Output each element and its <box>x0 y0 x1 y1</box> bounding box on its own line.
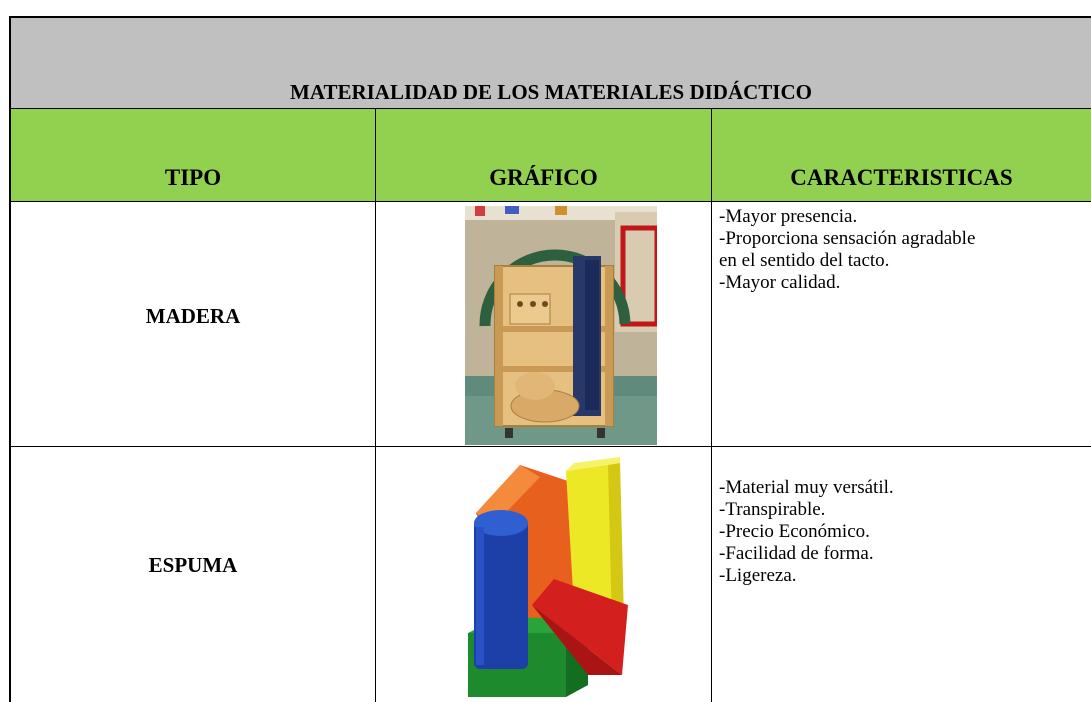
header-caracteristicas-label: CARACTERISTICAS <box>790 165 1013 190</box>
header-grafico-label: GRÁFICO <box>489 165 598 190</box>
foam-blocks-photo <box>462 457 642 702</box>
row-madera-tipo-cell: MADERA <box>9 202 375 447</box>
row-espuma-caracteristicas-cell: -Material muy versátil. -Transpirable. -… <box>711 447 1091 702</box>
list-item: -Transpirable. <box>719 499 826 520</box>
header-caracteristicas: CARACTERISTICAS <box>711 109 1091 202</box>
row-espuma-tipo-cell: ESPUMA <box>9 447 375 702</box>
header-tipo-label: TIPO <box>164 165 222 190</box>
list-item: -Precio Económico. <box>719 521 870 542</box>
list-item: -Facilidad de forma. <box>719 543 874 564</box>
list-item: -Mayor presencia. <box>719 206 858 227</box>
list-item: -Material muy versátil. <box>719 477 894 498</box>
list-item: en el sentido del tacto. <box>719 250 890 271</box>
row-espuma-grafico-cell <box>375 447 711 702</box>
list-item: -Ligereza. <box>719 565 797 586</box>
row-madera-grafico-cell <box>375 202 711 447</box>
row-madera-caracteristicas-cell: -Mayor presencia. -Proporciona sensación… <box>711 202 1091 447</box>
header-tipo: TIPO <box>9 109 375 202</box>
row-madera-caracteristicas: -Mayor presencia. -Proporciona sensación… <box>719 206 1091 294</box>
row-madera-tipo: MADERA <box>145 304 241 328</box>
row-espuma-caracteristicas: -Material muy versátil. -Transpirable. -… <box>719 477 1091 587</box>
list-item: -Mayor calidad. <box>719 272 841 293</box>
row-espuma-tipo: ESPUMA <box>148 553 238 577</box>
table-title: MATERIALIDAD DE LOS MATERIALES DIDÁCTICO <box>290 80 812 104</box>
wooden-shelf-photo <box>465 206 657 445</box>
list-item: -Proporciona sensación agradable <box>719 228 976 249</box>
table-title-row: MATERIALIDAD DE LOS MATERIALES DIDÁCTICO <box>9 16 1091 109</box>
header-grafico: GRÁFICO <box>375 109 711 202</box>
